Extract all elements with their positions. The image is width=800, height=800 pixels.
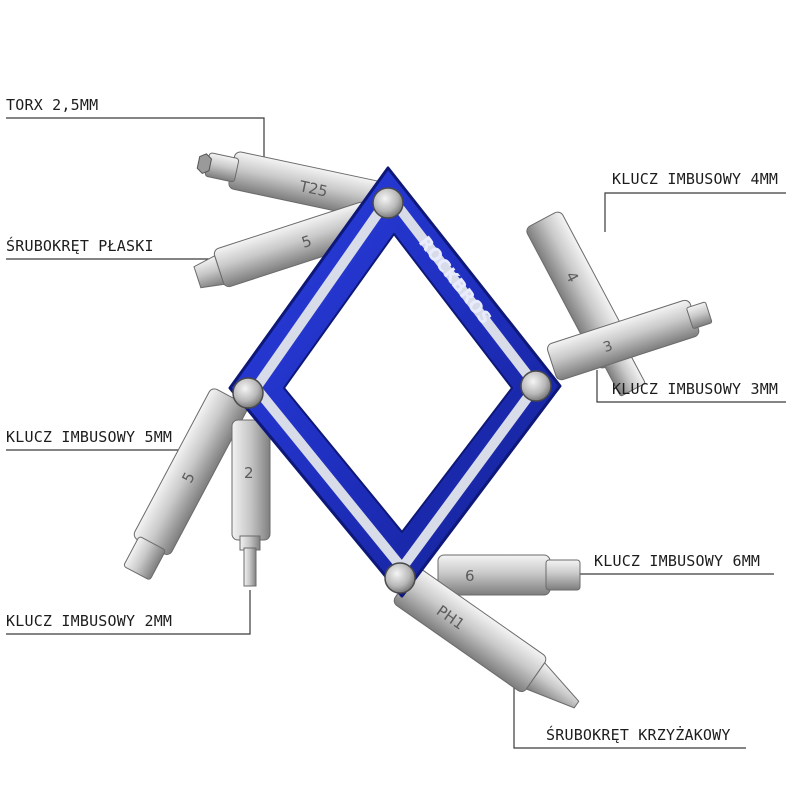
top-bolt <box>372 187 404 219</box>
hex2-bit-mark: 2 <box>244 464 254 482</box>
callout-flat-screwdriver: ŚRUBOKRĘT PŁASKI <box>6 237 154 255</box>
hex-5mm-bit: 5 <box>123 388 248 580</box>
hex-2mm-bit: 2 <box>231 419 271 587</box>
tool-body: ROCKBROS <box>228 166 562 598</box>
hex-3mm-bit: 3 <box>547 299 713 381</box>
leader-line-hex4 <box>604 192 786 232</box>
bottom-bolt <box>384 562 416 594</box>
callout-hex-4mm: KLUCZ IMBUSOWY 4MM <box>612 170 779 188</box>
leader-line-torx <box>6 117 265 160</box>
right-bolt <box>520 370 552 402</box>
leader-lines <box>6 117 786 749</box>
callout-hex-2mm: KLUCZ IMBUSOWY 2MM <box>6 612 173 630</box>
flat-screwdriver-bit: 5 <box>193 201 377 289</box>
torx-bit: T25 <box>196 151 382 219</box>
leader-line-hex2 <box>6 590 251 635</box>
callout-phillips-screwdriver: ŚRUBOKRĘT KRZYŻAKOWY <box>546 726 731 744</box>
hex6-bit-mark: 6 <box>465 567 475 585</box>
torx-bit-mark: T25 <box>297 177 329 201</box>
leader-line-hex3 <box>596 370 786 403</box>
hex-6mm-bit: 6 <box>437 554 581 596</box>
callout-torx: TORX 2,5MM <box>6 96 99 114</box>
callout-hex-6mm: KLUCZ IMBUSOWY 6MM <box>594 552 761 570</box>
callout-hex-3mm: KLUCZ IMBUSOWY 3MM <box>612 380 779 398</box>
callout-hex-5mm: KLUCZ IMBUSOWY 5MM <box>6 428 173 446</box>
left-bolt <box>232 377 264 409</box>
